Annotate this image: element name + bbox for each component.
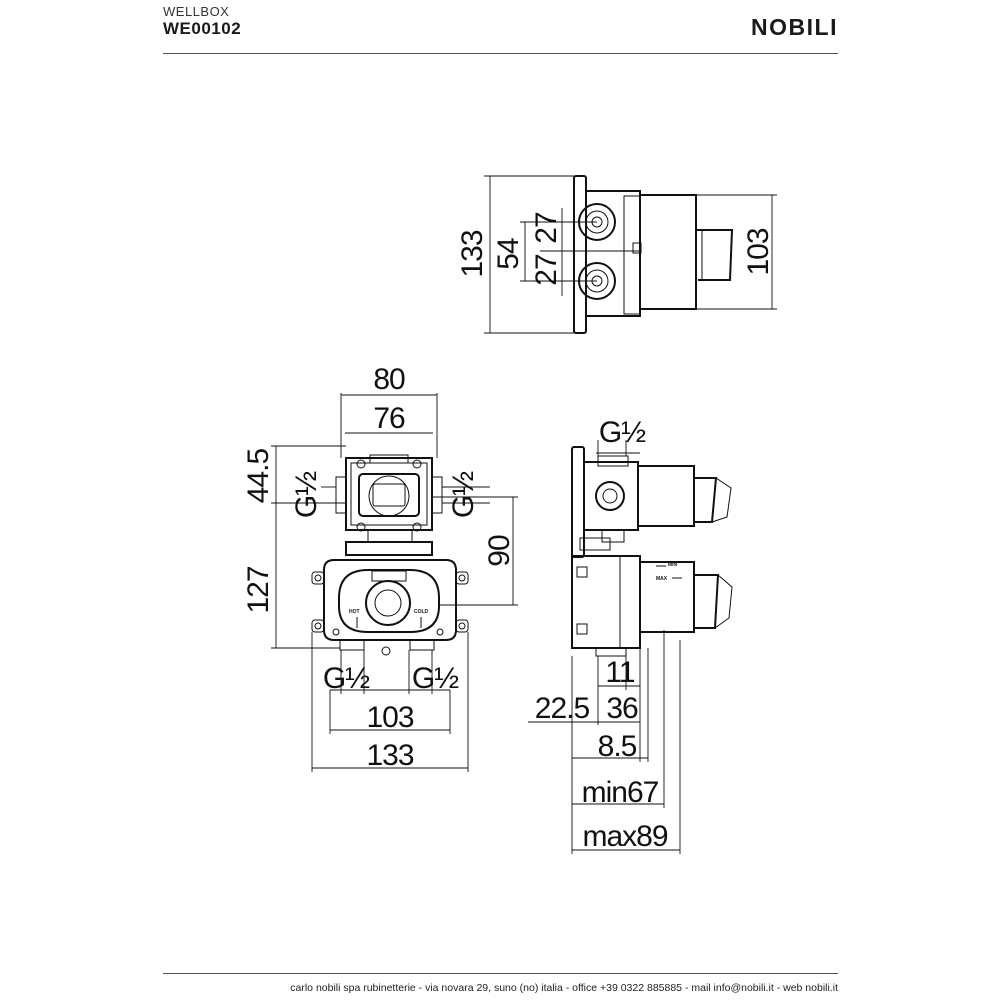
front-view: HOT COLD 80 76 44.5 127 90 G½: [242, 363, 518, 772]
label-min: MIN: [668, 562, 678, 568]
dim-front-127: 127: [242, 566, 275, 613]
dim-side-8-5: 8.5: [598, 730, 637, 763]
dim-top-27-lower: 27: [530, 254, 563, 286]
label-max: MAX: [656, 576, 668, 582]
dim-front-44-5: 44.5: [242, 448, 275, 503]
thread-right: G½: [447, 471, 480, 518]
dim-top-133: 133: [456, 230, 489, 277]
brand-logo: NOBILI: [751, 14, 838, 40]
thread-inlet-left: G½: [323, 662, 370, 695]
dim-front-90: 90: [483, 535, 516, 567]
thread-left: G½: [290, 471, 323, 518]
footer-rule: [163, 973, 838, 974]
dim-side-36: 36: [606, 692, 638, 725]
footer-contact: carlo nobili spa rubinetterie - via nova…: [290, 982, 838, 994]
header-rule: [163, 53, 838, 54]
top-view: 133 54 27 27 103: [456, 175, 777, 334]
thread-side: G½: [599, 416, 646, 449]
side-view: MIN MAX G½ 11 22.5 36 8.5 min67 max89: [528, 416, 733, 854]
label-cold: COLD: [414, 609, 429, 615]
label-hot: HOT: [349, 609, 360, 615]
dim-top-27-upper: 27: [530, 212, 563, 244]
series-name: WELLBOX: [163, 4, 230, 19]
dim-front-76: 76: [373, 402, 405, 435]
dim-front-133: 133: [366, 739, 413, 772]
dim-side-22-5: 22.5: [535, 692, 590, 725]
dim-top-103: 103: [742, 228, 775, 275]
dim-side-max89: max89: [582, 820, 667, 853]
dim-side-min67: min67: [582, 776, 659, 809]
dim-front-80: 80: [373, 363, 405, 396]
dim-top-54: 54: [492, 238, 525, 270]
dim-front-103: 103: [366, 701, 413, 734]
dim-side-11: 11: [605, 656, 634, 689]
thread-inlet-right: G½: [412, 662, 459, 695]
product-code: WE00102: [163, 19, 242, 38]
